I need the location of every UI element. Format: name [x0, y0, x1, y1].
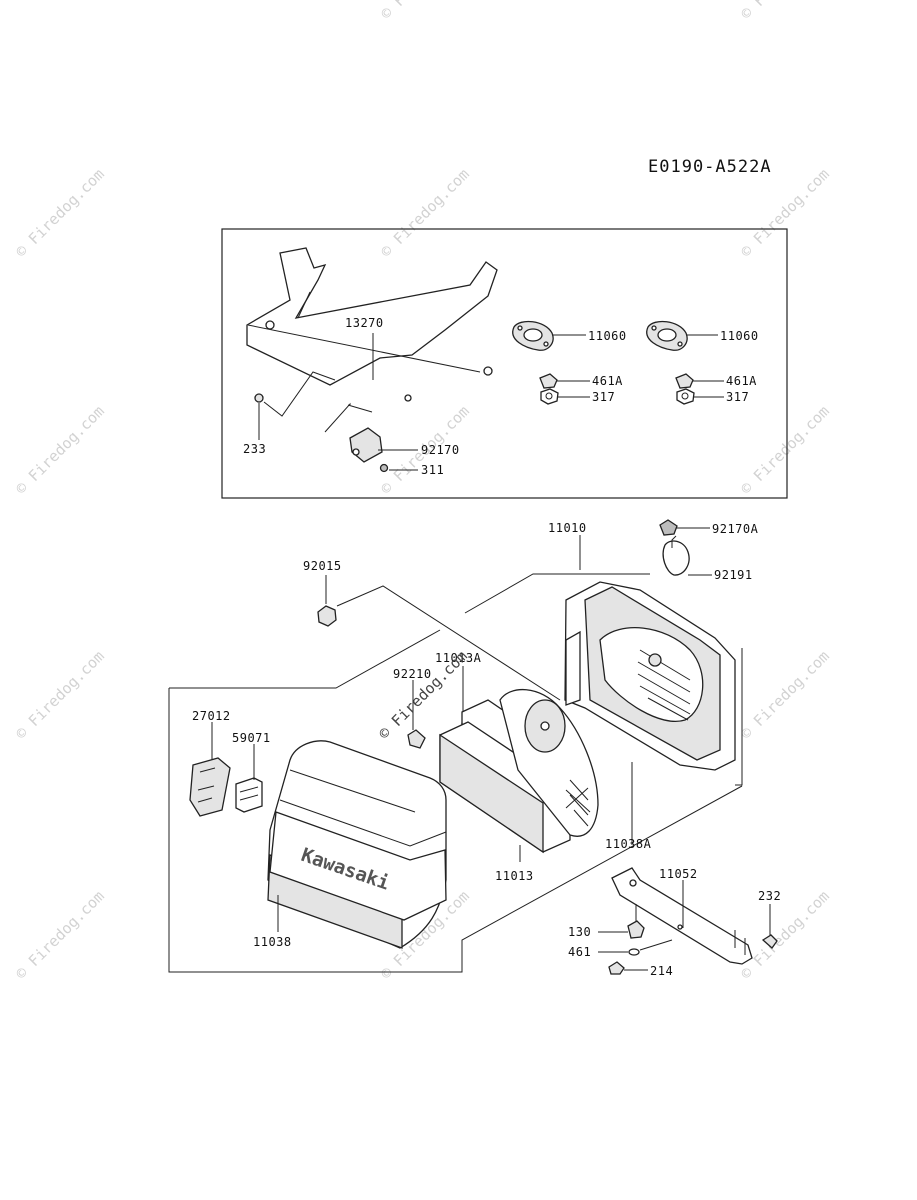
label-11038a: 11038A — [605, 837, 652, 851]
watermark: © Firedog.com — [12, 887, 108, 983]
label-92170a: 92170A — [712, 522, 759, 536]
washer-bolt-130 — [627, 904, 645, 939]
latch-plate-59071 — [235, 777, 263, 813]
bolt-233 — [254, 371, 336, 417]
base-11010 — [564, 581, 736, 771]
label-27012: 27012 — [192, 709, 231, 723]
element-11013 — [439, 688, 599, 854]
latch-27012 — [189, 757, 231, 817]
label-461: 461 — [568, 945, 591, 959]
watermark: © Firedog.com — [737, 0, 833, 23]
nut-311 — [379, 463, 389, 473]
label-11060-a: 11060 — [588, 329, 627, 343]
clamp-92210 — [407, 729, 426, 749]
watermark: © Firedog.com — [12, 165, 108, 261]
stay-11052 — [611, 867, 753, 965]
watermark: © Firedog.com — [737, 402, 833, 498]
washer-461 — [628, 948, 640, 956]
nut-92015 — [317, 605, 337, 627]
label-214: 214 — [650, 964, 673, 978]
label-317-b: 317 — [726, 390, 749, 404]
diagram-code: E0190-A522A — [648, 157, 772, 177]
top-group-frame — [221, 228, 788, 499]
watermark: © Firedog.com — [377, 165, 473, 261]
label-11038: 11038 — [253, 935, 292, 949]
label-59071: 59071 — [232, 731, 271, 745]
leader-461 — [598, 939, 673, 953]
label-92191: 92191 — [714, 568, 753, 582]
clamp-92170 — [324, 402, 383, 463]
label-232: 232 — [758, 889, 781, 903]
nut-461a-a — [539, 373, 558, 389]
watermark: © Firedog.com — [737, 165, 833, 261]
gasket-11060-b — [646, 320, 688, 351]
nut-317-a — [540, 388, 559, 405]
watermark: © Firedog.com — [737, 887, 833, 983]
label-317-a: 317 — [592, 390, 615, 404]
clip-92170a — [659, 519, 678, 536]
screw-214 — [608, 961, 625, 975]
label-11013: 11013 — [495, 869, 534, 883]
watermark: © Firedog.com — [12, 647, 108, 743]
cover-11038: Kawasaki — [267, 740, 447, 949]
nut-317-b — [676, 388, 695, 405]
label-11060-b: 11060 — [720, 329, 759, 343]
label-130: 130 — [568, 925, 591, 939]
watermark: © Firedog.com — [12, 402, 108, 498]
bracket-13270 — [246, 247, 498, 402]
label-13270: 13270 — [345, 316, 384, 330]
assembly-guide-lines — [168, 573, 743, 973]
watermark: © Firedog.com — [737, 647, 833, 743]
label-11052: 11052 — [659, 867, 698, 881]
label-461a-b: 461A — [726, 374, 757, 388]
label-311: 311 — [421, 463, 444, 477]
label-92015: 92015 — [303, 559, 342, 573]
label-461a-a: 461A — [592, 374, 623, 388]
label-92210: 92210 — [393, 667, 432, 681]
watermark: © Firedog.com — [377, 0, 473, 23]
label-11010: 11010 — [548, 521, 587, 535]
gasket-11060-a — [512, 320, 554, 351]
label-11013a: 11013A — [435, 651, 482, 665]
label-233: 233 — [243, 442, 266, 456]
hose-92191 — [662, 535, 690, 576]
nut-461a-b — [675, 373, 694, 389]
label-92170: 92170 — [421, 443, 460, 457]
bolt-232 — [761, 934, 778, 949]
